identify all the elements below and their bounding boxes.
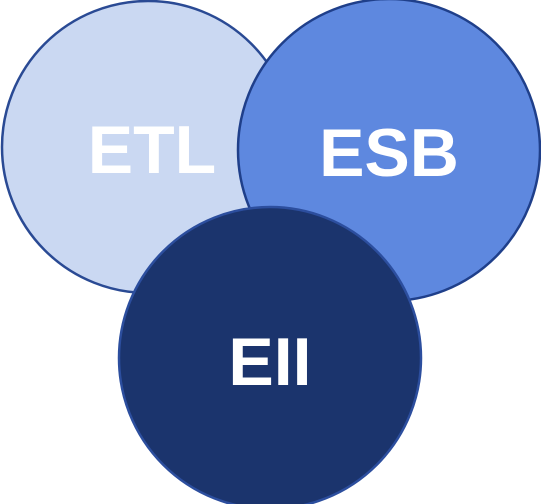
etl-label: ETL <box>88 112 216 188</box>
eii-group: EII <box>117 205 423 504</box>
eii-circle <box>117 205 423 504</box>
esb-label: ESB <box>319 115 459 191</box>
eii-label: EII <box>228 324 311 400</box>
